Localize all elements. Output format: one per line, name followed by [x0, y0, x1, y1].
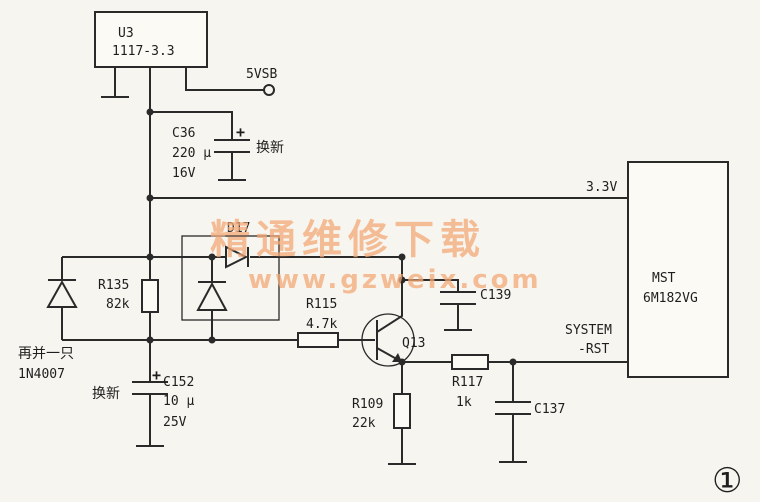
- r109-value-label: 22k: [352, 416, 376, 431]
- rail-label: 3.3V: [586, 180, 617, 195]
- r115-value-label: 4.7k: [306, 317, 337, 332]
- mst-line2: 6M182VG: [643, 291, 698, 306]
- c137-capacitor: [495, 401, 531, 415]
- c139-label: C139: [480, 288, 511, 303]
- r135-value-label: 82k: [106, 297, 130, 312]
- c152-value-label: 10 μ: [163, 394, 194, 409]
- c152-ground: [136, 394, 164, 447]
- r135-ref-label: R135: [98, 278, 129, 293]
- r117-value-label: 1k: [456, 395, 472, 410]
- r109-wire: [388, 362, 416, 465]
- q13-outline: [361, 313, 415, 367]
- r109-resistor: [393, 393, 411, 429]
- reset-line1: SYSTEM: [565, 323, 612, 338]
- watermark-url: www.gzweix.com: [248, 265, 542, 295]
- u3-ref-label: U3: [118, 26, 134, 41]
- c139-wire: [402, 279, 459, 292]
- q13-label: Q13: [402, 336, 425, 351]
- c152-ref-label: C152: [163, 375, 194, 390]
- junction-dot: [398, 276, 406, 284]
- diode-note-line1: 再并一只: [18, 346, 74, 362]
- r117-ref-label: R117: [452, 375, 483, 390]
- c152-plus: +: [152, 366, 161, 384]
- r109-ref-label: R109: [352, 397, 383, 412]
- vsb-terminal: [263, 84, 275, 96]
- d17-label: D17: [227, 221, 250, 236]
- r115-resistor: [297, 332, 339, 348]
- r135-resistor: [141, 279, 159, 313]
- u3-regulator-box: [94, 11, 208, 68]
- c36-capacitor: [214, 139, 250, 153]
- mst-chip-box: [627, 161, 729, 378]
- left-diode-symbol: [46, 279, 78, 308]
- d17-lower-diode: [196, 281, 228, 311]
- r117-resistor: [451, 354, 489, 370]
- r115-ref-label: R115: [306, 297, 337, 312]
- c137-label: C137: [534, 402, 565, 417]
- c36-voltage-label: 16V: [172, 166, 196, 181]
- d17-upper-diode: [225, 245, 249, 269]
- c152-note: 换新: [92, 385, 120, 402]
- mst-line1: MST: [652, 271, 676, 286]
- vsb-wire: [185, 67, 264, 91]
- reset-line2: -RST: [578, 342, 609, 357]
- c137-ground: [499, 414, 527, 463]
- c36-ref-label: C36: [172, 126, 195, 141]
- c152-voltage-label: 25V: [163, 415, 187, 430]
- d17-package-outline: [181, 235, 280, 321]
- figure-number: ①: [712, 461, 742, 501]
- vsb-label: 5VSB: [246, 67, 277, 82]
- u3-ground: [101, 67, 129, 98]
- u3-part-label: 1117-3.3: [112, 44, 175, 59]
- c36-value-label: 220 μ: [172, 146, 211, 161]
- c36-ground: [218, 152, 246, 181]
- watermark-title: 精通维修下载: [210, 217, 486, 263]
- c36-wire: [150, 111, 233, 140]
- c36-plus: +: [236, 123, 245, 141]
- c139-ground: [444, 304, 472, 331]
- diode-note-line2: 1N4007: [18, 367, 65, 382]
- c36-note: 换新: [256, 139, 284, 156]
